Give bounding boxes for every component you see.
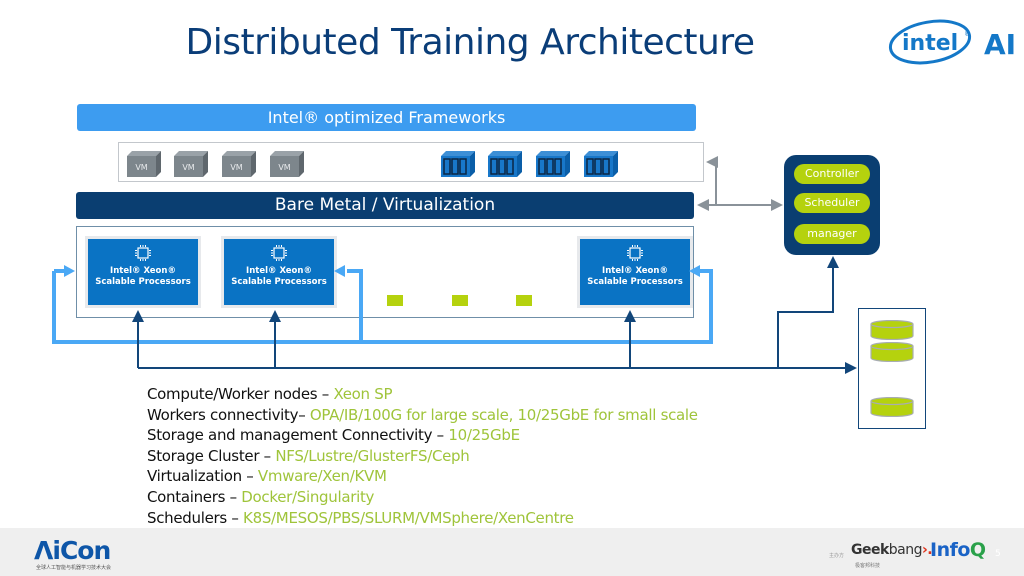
management-link (697, 156, 783, 211)
spec-label: Containers – (147, 487, 242, 506)
disk-icon (870, 320, 914, 340)
container-cube-icon (441, 151, 475, 177)
vm-cube-icon: VM (222, 151, 256, 177)
intel-ai-logo: intel ® AI (888, 19, 1016, 65)
spec-item: Workers connectivity– OPA/IB/100G for la… (147, 405, 698, 426)
vm-cube-icon: VM (127, 151, 161, 177)
container-cube-icon (488, 151, 522, 177)
ai-wordmark: AI (984, 28, 1016, 61)
storage-network (132, 256, 857, 374)
virtualization-panel: VM VM VM VM (118, 142, 704, 182)
vm-cube-icon: VM (270, 151, 304, 177)
infoq-logo: InfoQ (930, 539, 986, 561)
cpu-chip-icon (627, 245, 643, 261)
node-line2: Scalable Processors (587, 277, 683, 287)
registered-mark: ® (964, 30, 971, 38)
disk-icon (870, 397, 914, 417)
arrow-mid-node (334, 265, 345, 277)
spec-value: OPA/IB/100G for large scale, 10/25GbE fo… (309, 405, 698, 424)
controller-pill: Controller (794, 164, 870, 184)
spec-value: K8S/MESOS/PBS/SLURM/VMSphere/XenCentre (243, 508, 574, 527)
container-cube-icon (584, 151, 618, 177)
node-line2: Scalable Processors (231, 277, 327, 287)
ellipsis-dot (516, 295, 532, 306)
spec-label: Virtualization – (147, 467, 258, 486)
spec-value: 10/25GbE (448, 426, 520, 445)
spec-label: Storage and management Connectivity – (147, 426, 449, 445)
vm-label: VM (182, 163, 194, 172)
geekbang-subtitle: 极客邦科技 (855, 563, 881, 569)
node-line1: Intel® Xeon® (602, 266, 668, 276)
spec-item: Schedulers – K8S/MESOS/PBS/SLURM/VMSpher… (147, 508, 698, 529)
worker-interconnect (52, 269, 713, 344)
storage-cluster (858, 308, 926, 429)
node-line2: Scalable Processors (95, 277, 191, 287)
spec-value: Docker/Singularity (241, 487, 375, 506)
manager-pill: manager (794, 224, 870, 244)
container-cube-icon (536, 151, 570, 177)
arrow-left-node (64, 265, 75, 277)
spec-item: Storage and management Connectivity – 10… (147, 425, 698, 446)
xeon-node: Intel® Xeon® Scalable Processors (85, 236, 201, 308)
slide-title: Distributed Training Architecture (185, 22, 755, 63)
spec-label: Workers connectivity– (147, 405, 310, 424)
vm-label: VM (230, 163, 242, 172)
spec-value: Xeon SP (333, 385, 393, 403)
arrow-right-node (689, 265, 700, 277)
sponsor-label: 主办方 (829, 553, 845, 559)
aicon-logo: ΛiCon (34, 536, 111, 565)
node-line1: Intel® Xeon® (246, 266, 312, 276)
footer-bar (0, 528, 1024, 576)
frameworks-bar: Intel® optimized Frameworks (77, 104, 696, 131)
cpu-chip-icon (271, 245, 287, 261)
node-line1: Intel® Xeon® (110, 266, 176, 276)
spec-item: Virtualization – Vmware/Xen/KVM (147, 466, 698, 487)
page-number: 5 (995, 549, 1001, 559)
spec-label: Schedulers – (147, 508, 244, 527)
ellipsis-dot (387, 295, 403, 306)
vm-label: VM (135, 163, 147, 172)
scheduler-pill: Scheduler (794, 193, 870, 213)
spec-item: Containers – Docker/Singularity (147, 487, 698, 508)
spec-label: Storage Cluster – (147, 446, 276, 465)
aicon-subtitle: 全球人工智能与机器学习技术大会 (36, 565, 112, 571)
spec-value: NFS/Lustre/GlusterFS/Ceph (275, 446, 470, 465)
control-box: Controller Scheduler manager (784, 155, 880, 255)
intel-swoosh-icon (888, 19, 972, 65)
geekbang-logo: Geekbang›. (851, 542, 933, 558)
spec-item: Storage Cluster – NFS/Lustre/GlusterFS/C… (147, 446, 698, 467)
spec-value: Vmware/Xen/KVM (257, 467, 387, 486)
baremetal-bar: Bare Metal / Virtualization (76, 192, 694, 219)
interconnect-arrowheads (64, 265, 700, 277)
vm-label: VM (278, 163, 290, 172)
spec-item: Compute/Worker nodes – Xeon SP (147, 384, 698, 405)
xeon-node: Intel® Xeon® Scalable Processors (221, 236, 337, 308)
vm-cube-icon: VM (174, 151, 208, 177)
cpu-chip-icon (135, 245, 151, 261)
spec-label: Compute/Worker nodes – (147, 385, 334, 403)
disk-icon (870, 342, 914, 362)
ellipsis-dot (452, 295, 468, 306)
intel-wordmark: intel (902, 31, 958, 56)
spec-list: Compute/Worker nodes – Xeon SP Workers c… (147, 384, 698, 528)
